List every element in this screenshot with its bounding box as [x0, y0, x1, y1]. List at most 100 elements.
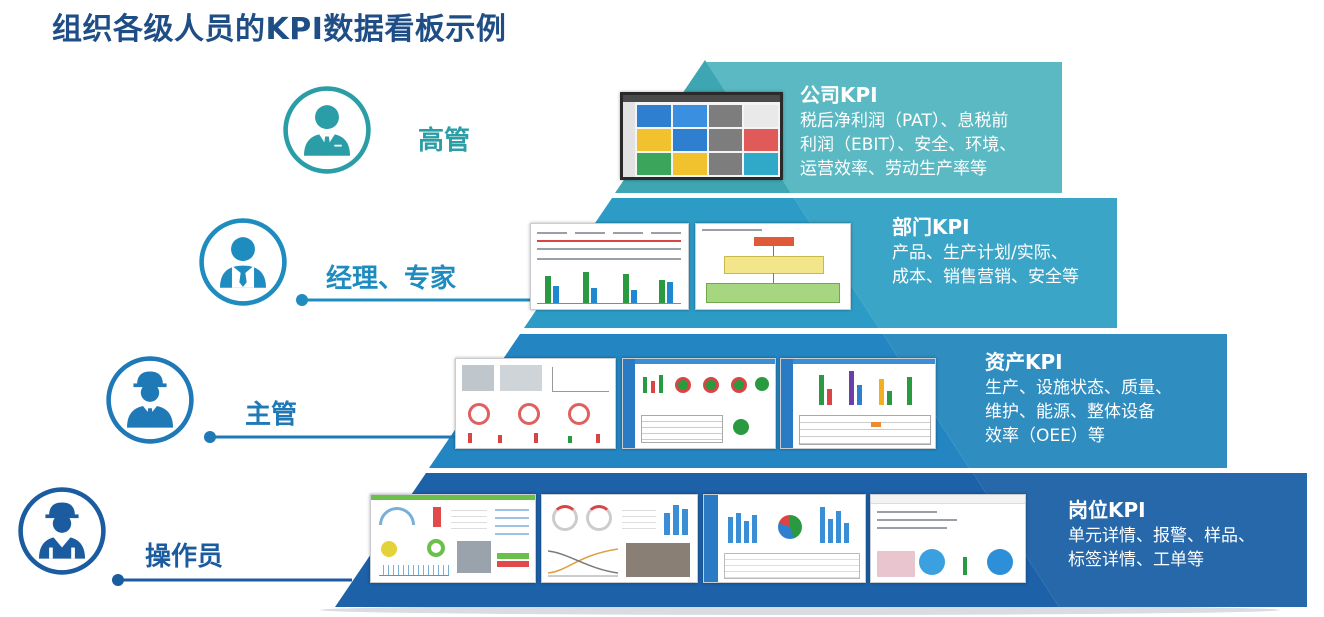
kpi-panel-line: 成本、销售营销、安全等: [892, 267, 1079, 287]
chart-bar: [844, 523, 849, 543]
status-bar: [497, 553, 529, 559]
table-block: [451, 505, 487, 533]
kpi-panel-line: 生产、设施状态、质量、: [985, 378, 1172, 398]
dashboard-thumbnail-work-orders: [870, 494, 1026, 583]
dashboard-sidebar: [623, 359, 635, 448]
connector-dot-manager: [296, 294, 308, 306]
chart-bar: [879, 379, 884, 405]
table-block: [622, 505, 656, 533]
dashboard-thumbnail-alarms: [541, 494, 698, 583]
pyramid-level-4-panel: [973, 473, 1307, 607]
pyramid-level-1-panel: [706, 62, 1062, 193]
status-bar: [497, 561, 529, 567]
kpi-tile: [637, 153, 671, 175]
chart-bar: [744, 521, 749, 543]
gauge-ring: [518, 403, 540, 425]
pyramid-level-3-panel: [883, 334, 1227, 468]
chart-axis: [537, 303, 681, 304]
line-chart: [548, 548, 618, 577]
dashboard-header: [623, 95, 780, 102]
status-circle: [987, 549, 1013, 575]
text-line: [877, 511, 937, 513]
kpi-panel-line: 税后净利润（PAT）、息税前: [800, 111, 1009, 131]
chart-bar: [827, 389, 832, 405]
operator-icon: [18, 487, 106, 575]
chart-bar: [907, 377, 912, 405]
status-circle: [675, 377, 691, 393]
chart-bar: [545, 276, 551, 303]
status-circle: [731, 377, 747, 393]
tree-connector: [773, 246, 774, 256]
chart-bar: [887, 391, 892, 405]
chart-bar: [596, 434, 600, 443]
dashboard-thumbnail-asset-quality: [622, 358, 776, 449]
kpi-tile: [708, 129, 743, 151]
dashboard-sidebar: [623, 102, 635, 177]
dashboard-header: [635, 359, 775, 364]
table-block: [799, 415, 931, 445]
kpi-tile: [708, 105, 743, 127]
dashboard-header: [371, 495, 535, 500]
kpi-panel-line: 产品、生产计划/实际、: [892, 243, 1068, 263]
kpi-panel-line: 维护、能源、整体设备: [985, 402, 1155, 422]
chart-bar: [643, 377, 647, 393]
chart-block: [877, 551, 915, 577]
kpi-panel-company: 公司KPI 税后净利润（PAT）、息税前 利润（EBIT）、安全、环境、 运营效…: [800, 82, 1016, 181]
tree-node-bottom: [706, 283, 840, 303]
pyramid-shadow: [320, 605, 1280, 615]
dashboard-thumbnail-department-tree: [695, 223, 851, 310]
chart-bar: [736, 513, 741, 543]
tree-connector: [773, 273, 774, 283]
status-circle: [919, 549, 945, 575]
kpi-panel-line: 效率（OEE）等: [985, 426, 1105, 446]
chart-bar: [963, 557, 967, 575]
trend-line: [537, 240, 681, 242]
text-line: [702, 229, 762, 231]
dashboard-thumbnail-samples: [703, 494, 866, 583]
chart-bar: [534, 433, 538, 443]
pyramid-level-2-panel: [794, 198, 1117, 328]
kpi-panel-title: 资产KPI: [985, 350, 1063, 374]
chart-bar: [591, 288, 597, 303]
kpi-tile: [708, 153, 743, 175]
text-line: [613, 232, 643, 234]
kpi-panel-asset: 资产KPI 生产、设施状态、质量、 维护、能源、整体设备 效率（OEE）等: [985, 349, 1172, 448]
line-chart: [552, 367, 609, 392]
chart-bar: [583, 272, 589, 303]
dashboard-thumbnail-asset-status: [455, 358, 616, 449]
kpi-panel-position: 岗位KPI 单元详情、报警、样品、 标签详情、工单等: [1068, 497, 1255, 572]
connector-dot-operator: [112, 574, 124, 586]
kpi-tile: [744, 153, 778, 175]
page-title: 组织各级人员的KPI数据看板示例: [52, 12, 507, 47]
chart-bar: [659, 375, 663, 393]
connector-dot-supervisor: [204, 431, 216, 443]
gauge: [552, 505, 578, 531]
pie-chart: [778, 515, 802, 539]
kpi-tile: [744, 129, 778, 151]
role-label-operator: 操作员: [145, 542, 224, 572]
text-line: [537, 232, 567, 234]
kpi-tile: [637, 105, 671, 127]
equipment-photo: [626, 543, 690, 577]
text-line: [537, 258, 681, 260]
gauge-ring: [568, 403, 590, 425]
gauge-ring: [468, 403, 490, 425]
chart-bar: [623, 274, 629, 303]
status-circle: [427, 539, 445, 557]
chart-bar: [568, 436, 572, 443]
dashboard-thumbnail-department-charts: [530, 223, 689, 310]
kpi-tile-grid: [637, 105, 778, 175]
chart-bar: [553, 286, 559, 303]
dashboard-header: [793, 359, 935, 364]
kpi-tile: [672, 105, 707, 127]
dashboard-sidebar: [781, 359, 793, 448]
executive-icon: [283, 86, 371, 174]
tree-node-top: [754, 237, 794, 246]
photo-block: [457, 541, 491, 573]
dashboard-sidebar: [704, 495, 718, 582]
table-block: [724, 553, 860, 579]
chart-bar: [667, 282, 673, 303]
chart-bar: [631, 290, 637, 303]
kpi-panel-line: 标签详情、工单等: [1068, 550, 1204, 570]
